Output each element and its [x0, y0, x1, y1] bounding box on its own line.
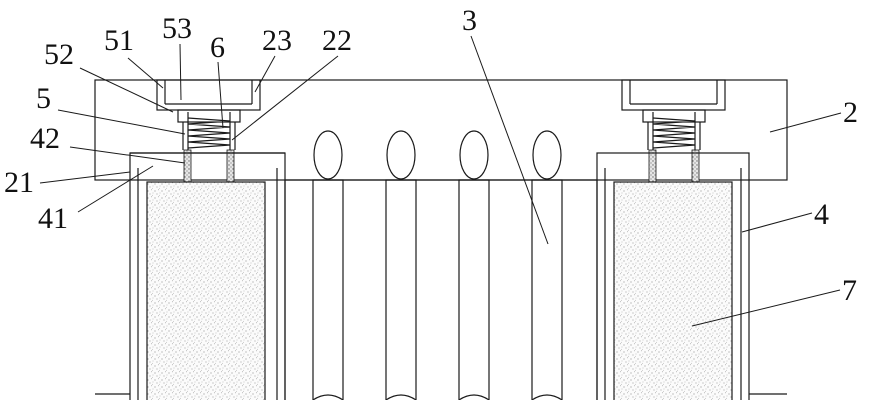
label-7: 7	[842, 274, 857, 307]
label-52: 52	[44, 38, 74, 71]
label-6: 6	[210, 31, 225, 64]
label-21: 21	[4, 166, 34, 199]
left-post-assembly	[177, 109, 241, 183]
leader-lines	[39, 35, 842, 327]
label-3: 3	[462, 4, 477, 37]
right-post-assembly	[642, 109, 706, 183]
label-51: 51	[104, 24, 134, 57]
label-4: 4	[814, 198, 829, 231]
left-spring	[187, 117, 231, 149]
label-23: 23	[262, 24, 292, 57]
label-53: 53	[162, 12, 192, 45]
label-42: 42	[30, 122, 60, 155]
right-block	[596, 152, 750, 400]
callout-labels: 53 51 6 23 22 52 3 5 2 42 21 41 4 7	[4, 4, 858, 307]
left-filler-material	[146, 181, 266, 400]
left-mount-cap	[156, 79, 261, 111]
label-5: 5	[36, 82, 51, 115]
right-filler-material	[613, 181, 733, 400]
label-22: 22	[322, 24, 352, 57]
label-2: 2	[843, 96, 858, 129]
right-mount-cap	[621, 79, 726, 111]
top-housing-plate	[94, 79, 788, 181]
rod-array	[284, 130, 598, 400]
bottom-base-edge	[95, 393, 787, 400]
label-41: 41	[38, 202, 68, 235]
right-spring	[652, 117, 696, 149]
left-block	[129, 152, 286, 400]
